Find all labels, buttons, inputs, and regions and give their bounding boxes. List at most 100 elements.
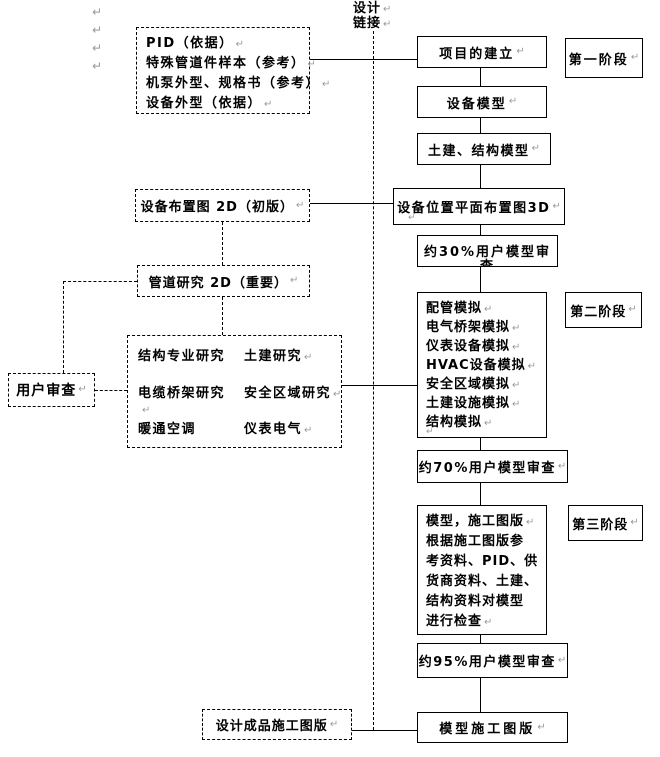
piping-study-2d-label: 管道研究 2D（重要）	[148, 275, 288, 291]
return-mark-icon: ↵	[235, 39, 245, 50]
return-mark-icon: ↵	[92, 41, 103, 55]
return-mark-icon: ↵	[307, 59, 316, 70]
drawing-work-line: 结构资料对模型	[426, 594, 525, 609]
user-review-label: 用户审查	[16, 383, 77, 399]
return-mark-icon: ↵	[552, 200, 561, 212]
box-input-documents: PID（依据）↵ 特殊管道件样本（参考）↵ 机泵外型、规格书（参考）↵ 设备外型…	[136, 27, 330, 114]
study-item: 仪表电气	[244, 422, 303, 437]
return-mark-icon: ↵	[512, 399, 521, 410]
drawing-work-line: 模型，施工图版	[426, 514, 525, 529]
study-item: 安全区域研究	[244, 386, 332, 401]
return-mark-icon: ↵	[78, 384, 87, 395]
stage1-label: 第一阶段	[568, 52, 629, 68]
connector-drawing-work-to-review95	[480, 635, 481, 643]
connector-docs-to-project	[310, 59, 417, 60]
box-civil-structure-model: 土建、结构模型↵	[417, 133, 551, 165]
return-mark-icon: ↵	[383, 4, 392, 15]
simulation-item: 安全区域模拟	[426, 377, 511, 392]
return-mark-icon: ↵	[264, 99, 273, 110]
return-mark-icon: ↵	[408, 213, 416, 223]
return-mark-icon: ↵	[527, 361, 537, 372]
connector-review70-to-drawing-work	[480, 483, 481, 505]
review-70-label: 约70%用户模型审查	[418, 461, 556, 476]
connector-equipment-model-to-civil-structure	[480, 118, 481, 133]
box-drawing-work: 模型，施工图版↵ 根据施工图版参 考资料、PID、供 货商资料、土建、 结构资料…	[417, 505, 547, 635]
box-stage3: 第三阶段↵	[568, 505, 643, 541]
stage2-label: 第二阶段	[570, 304, 627, 320]
simulation-item: 结构模拟	[426, 415, 483, 430]
drawing-work-line: 根据施工图版参	[426, 534, 525, 549]
connector-review95-to-model-drawing	[480, 678, 481, 712]
return-mark-icon: ↵	[516, 46, 525, 57]
study-item: 暖通空调	[138, 422, 197, 437]
doc-line: 设备外型（依据）	[146, 96, 263, 111]
return-mark-icon: ↵	[426, 427, 434, 437]
return-mark-icon: ↵	[512, 380, 521, 391]
study-item: 结构专业研究	[138, 349, 226, 364]
drawing-work-line: 进行检查	[426, 614, 483, 629]
box-project-establishment: 项目的建立↵	[417, 36, 547, 68]
drawing-work-line: 考资料、PID、供	[426, 554, 539, 569]
model-construction-drawing-label: 模型施工图版	[439, 722, 536, 737]
box-model-construction-drawing: 模型施工图版↵	[417, 712, 568, 743]
simulation-item: 土建设施模拟	[426, 396, 511, 411]
return-mark-icon: ↵	[142, 405, 151, 416]
civil-structure-model-label: 土建、结构模型	[428, 143, 530, 159]
return-mark-icon: ↵	[322, 79, 331, 90]
equipment-position-layout3d-label: 设备位置平面布置图3D	[397, 201, 551, 216]
box-final-construction-drawing: 设计成品施工图版↵	[202, 709, 352, 740]
connector-down-to-user-review	[63, 281, 64, 373]
box-review-30: 约30%用户模型审 查	[417, 235, 558, 267]
design-link-line2: 链接	[353, 16, 382, 31]
return-mark-icon: ↵	[512, 342, 521, 353]
box-review-95: 约95%用户模型审查↵	[417, 643, 568, 678]
connector-simulation-to-review70	[480, 438, 481, 450]
box-simulation-list: 配管模拟↵ 电气桥架模拟↵ 仪表设备模拟↵ HVAC设备模拟↵ 安全区域模拟↵ …	[417, 292, 547, 438]
box-user-review: 用户审查↵	[8, 373, 95, 407]
design-link-dashed-line	[373, 31, 374, 730]
box-stage1: 第一阶段↵	[565, 38, 643, 78]
project-establishment-label: 项目的建立	[439, 46, 515, 62]
connector-studies-to-simulation	[342, 385, 417, 386]
box-review-70: 约70%用户模型审查↵	[417, 450, 568, 483]
review-30-wrapped-char: 查	[479, 259, 495, 267]
connector-project-to-equipment-model	[480, 68, 481, 86]
equipment-model-label: 设备模型	[446, 96, 507, 112]
simulation-item: 配管模拟	[426, 301, 483, 316]
equipment-layout-2d-label: 设备布置图 2D（初版）	[140, 200, 294, 215]
return-mark-icon: ↵	[295, 199, 305, 211]
return-mark-icon: ↵	[557, 460, 567, 472]
left-margin-return-marks: ↵ ↵ ↵ ↵	[90, 1, 102, 73]
connector-final-drawing-to-model-drawing	[352, 730, 417, 731]
return-mark-icon: ↵	[484, 418, 493, 429]
box-equipment-position-layout3d: 设备位置平面布置图3D↵ ↵	[393, 188, 565, 225]
box-equipment-layout-2d: 设备布置图 2D（初版）↵	[135, 189, 310, 222]
return-mark-icon: ↵	[512, 323, 521, 334]
box-discipline-studies: 结构专业研究 土建研究↵ 电缆桥架研究 安全区域研究↵ ↵ 暖通空调 仪表电气↵	[127, 335, 342, 448]
simulation-item: HVAC设备模拟	[426, 358, 526, 373]
return-mark-icon: ↵	[92, 5, 103, 19]
design-link-label: 设计↵ 链接↵	[353, 1, 391, 31]
connector-layout3d-to-review30	[480, 224, 481, 235]
return-mark-icon: ↵	[537, 721, 546, 733]
return-mark-icon: ↵	[383, 19, 392, 30]
study-item: 土建研究	[244, 349, 303, 364]
doc-line: 特殊管道件样本（参考）	[146, 56, 306, 71]
drawing-work-line: 货商资料、土建、	[426, 574, 539, 589]
review-95-label: 约95%用户模型审查	[418, 655, 556, 670]
connector-layout2d-to-piping-study	[222, 222, 223, 265]
return-mark-icon: ↵	[92, 59, 103, 73]
connector-review30-to-simulation	[480, 267, 481, 292]
connector-piping-study-to-studies	[222, 297, 223, 335]
final-construction-drawing-label: 设计成品施工图版	[215, 719, 328, 734]
return-mark-icon: ↵	[508, 96, 518, 107]
return-mark-icon: ↵	[484, 617, 493, 628]
return-mark-icon: ↵	[484, 304, 493, 315]
doc-line: 机泵外型、规格书（参考）	[146, 76, 321, 91]
simulation-item: 电气桥架模拟	[426, 320, 511, 335]
return-mark-icon: ↵	[531, 143, 540, 154]
return-mark-icon: ↵	[526, 517, 535, 528]
stage3-label: 第三阶段	[572, 517, 629, 533]
return-mark-icon: ↵	[630, 517, 639, 528]
